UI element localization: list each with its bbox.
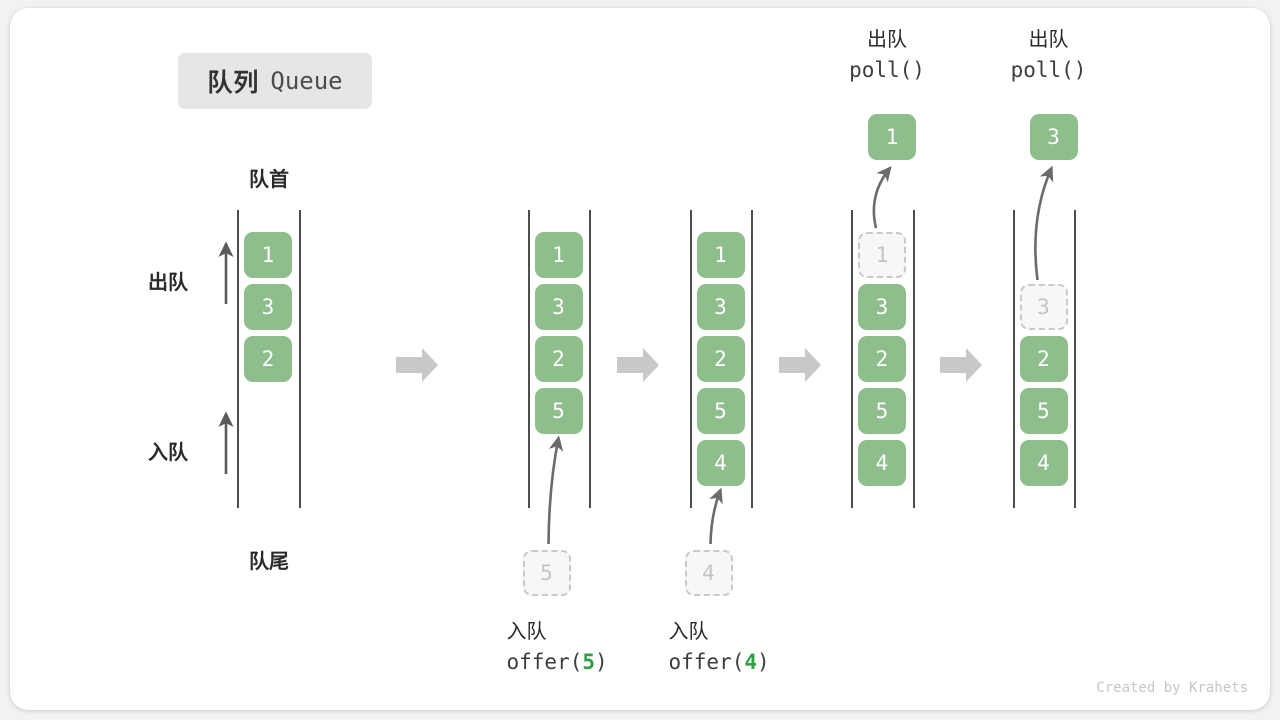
dequeue-direction-label: 出队 — [148, 272, 188, 294]
queue-element: 4 — [1019, 440, 1068, 486]
queue-element: 1 — [696, 232, 745, 278]
queue-element: 2 — [534, 336, 583, 382]
queue-rail-left — [237, 210, 239, 508]
queue-element: 2 — [858, 336, 906, 382]
operation-caption: 入队 offer(5) — [507, 618, 608, 677]
queue-rail-right — [299, 210, 301, 508]
queue-rail-left — [690, 210, 692, 508]
queue-element: 5 — [696, 388, 745, 434]
queue-element: 2 — [244, 336, 292, 382]
queue-tail-label: 队尾 — [249, 551, 289, 573]
queue-element: 2 — [696, 336, 745, 382]
operation-argument: 5 — [582, 650, 596, 674]
queue-element: 3 — [244, 284, 292, 330]
queue-element: 4 — [858, 440, 906, 486]
enqueue-arrow — [547, 435, 564, 545]
dequeue-arrow — [872, 165, 892, 229]
flow-arrow — [940, 348, 982, 382]
operation-caption: 出队 poll() — [822, 26, 952, 85]
operation-label-cn: 出队 — [867, 29, 907, 51]
queue-rail-right — [589, 210, 591, 508]
operation-code: offer(5) — [506, 650, 608, 674]
queue-rail-left — [1013, 210, 1015, 508]
queue-rail-right — [1074, 210, 1076, 508]
title-english: Queue — [270, 67, 343, 95]
queue-element-ghost: 3 — [1019, 284, 1068, 330]
polled-element: 1 — [868, 114, 916, 160]
enqueue-arrow — [709, 487, 723, 545]
queue-element: 3 — [534, 284, 583, 330]
queue-element: 2 — [1019, 336, 1068, 382]
title-chinese: 队列 — [207, 69, 260, 97]
queue-rail-right — [913, 210, 915, 508]
enqueue-direction-label: 入队 — [148, 442, 188, 464]
operation-caption: 入队 offer(4) — [669, 618, 770, 677]
queue-rail-right — [751, 210, 753, 508]
diagram-card: 队列 Queue 队首 队尾 出队 入队 1 3 2 1 3 2 5 5 入队 offer(5) 1… — [10, 8, 1270, 710]
polled-element: 3 — [1029, 114, 1078, 160]
operation-code: offer(4) — [668, 650, 770, 674]
queue-head-label: 队首 — [249, 169, 289, 191]
queue-element: 1 — [534, 232, 583, 278]
queue-element: 3 — [858, 284, 906, 330]
flow-arrow — [779, 348, 821, 382]
queue-rail-left — [851, 210, 853, 508]
operation-code: poll() — [1010, 58, 1087, 82]
dequeue-arrow — [1034, 165, 1054, 281]
operation-label-cn: 入队 — [668, 621, 709, 643]
operation-argument: 4 — [744, 650, 758, 674]
incoming-element-ghost: 4 — [684, 550, 733, 596]
title-badge: 队列 Queue — [178, 53, 372, 109]
operation-caption: 出队 poll() — [984, 26, 1114, 85]
incoming-element-ghost: 5 — [522, 550, 571, 596]
queue-rail-left — [528, 210, 530, 508]
queue-element: 5 — [534, 388, 583, 434]
operation-label-cn: 出队 — [1028, 29, 1069, 51]
queue-element-ghost: 1 — [858, 232, 906, 278]
operation-code: poll() — [849, 58, 925, 82]
queue-element: 4 — [696, 440, 745, 486]
queue-element: 3 — [696, 284, 745, 330]
queue-element: 5 — [1019, 388, 1068, 434]
flow-arrow — [396, 348, 438, 382]
operation-label-cn: 入队 — [506, 621, 547, 643]
queue-element: 1 — [244, 232, 292, 278]
flow-arrow — [617, 348, 659, 382]
queue-element: 5 — [858, 388, 906, 434]
credit-text: Created by Krahets — [1096, 680, 1248, 696]
arrow-overlay — [218, 165, 1054, 545]
